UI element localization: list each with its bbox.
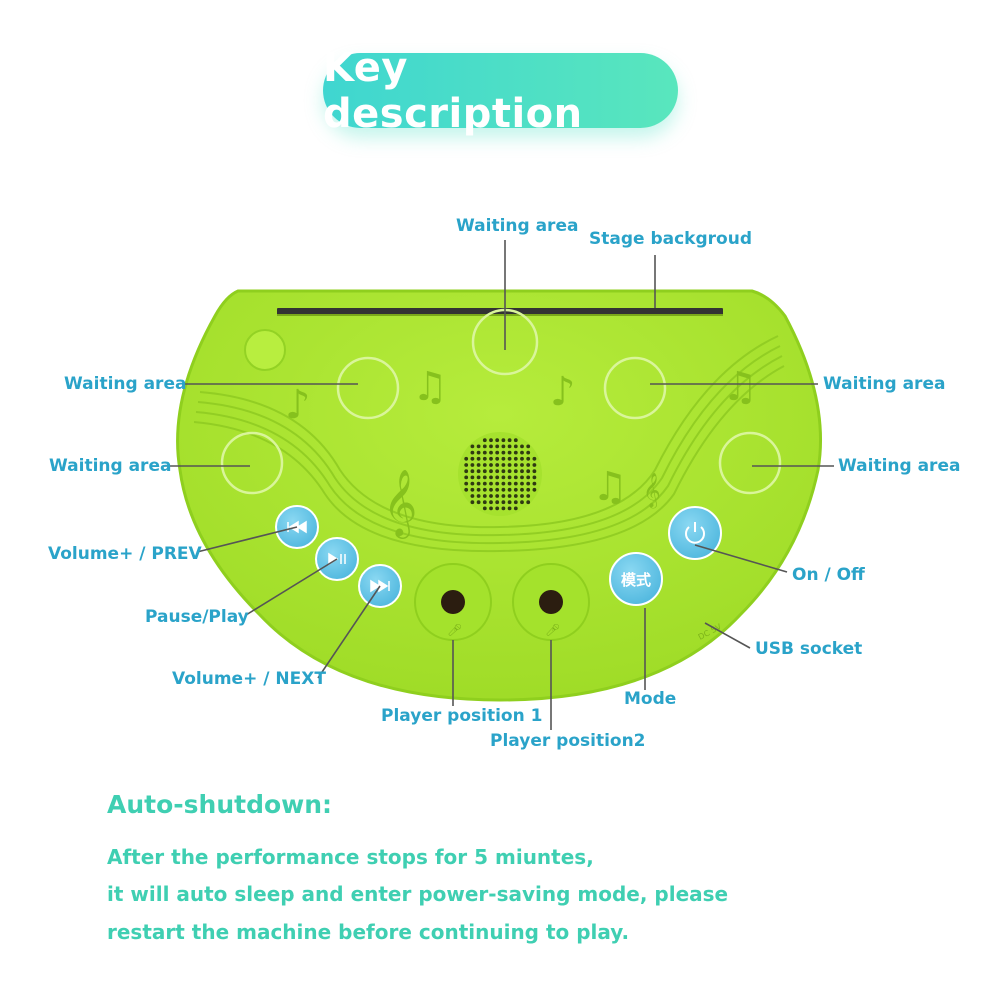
waiting-area-left-1 <box>336 356 400 420</box>
title-banner: Key description <box>323 45 678 137</box>
label-pause-play: Pause/Play <box>145 607 249 627</box>
label-waiting-area-top: Waiting area <box>456 216 579 236</box>
label-usb-socket: USB socket <box>755 639 863 659</box>
waiting-area-right-1 <box>603 356 667 420</box>
power-icon <box>685 522 705 544</box>
leader-lines <box>164 240 834 730</box>
label-waiting-area-left-1: Waiting area <box>64 374 187 394</box>
player-position-2-jack: 🎤︎ <box>512 563 590 641</box>
svg-text:♪: ♪ <box>285 382 311 428</box>
treble-clef-icon: 𝄞 <box>383 468 417 539</box>
microphone-icon: 🎤︎ <box>447 623 462 637</box>
corner-knob <box>244 329 286 371</box>
waiting-area-right-2 <box>718 431 782 495</box>
label-waiting-area-left-2: Waiting area <box>49 456 172 476</box>
staff-lines <box>193 335 785 553</box>
page-title: Key description <box>323 44 583 137</box>
label-stage-background: Stage backgroud <box>589 229 752 249</box>
waiting-area-left-2 <box>220 431 284 495</box>
speaker-grille-icon <box>458 432 542 516</box>
mode-button-label: 模式 <box>621 571 651 589</box>
label-volume-next: Volume+ / NEXT <box>172 669 326 689</box>
player-position-1-jack: 🎤︎ <box>414 563 492 641</box>
power-button <box>668 506 722 560</box>
label-volume-prev: Volume+ / PREV <box>48 544 202 564</box>
label-waiting-area-right-1: Waiting area <box>823 374 946 394</box>
svg-text:♫: ♫ <box>412 364 448 410</box>
svg-text:♫: ♫ <box>592 464 628 510</box>
svg-text:🎤︎: 🎤︎ <box>545 623 560 637</box>
label-player-position-1: Player position 1 <box>381 706 543 726</box>
auto-shutdown-line-2: it will auto sleep and enter power-savin… <box>107 882 729 906</box>
svg-text:𝄞: 𝄞 <box>643 473 661 509</box>
auto-shutdown-line-1: After the performance stops for 5 miunte… <box>107 845 594 869</box>
label-mode: Mode <box>624 689 677 709</box>
label-on-off: On / Off <box>792 565 865 585</box>
auto-shutdown-line-3: restart the machine before continuing to… <box>107 920 630 944</box>
svg-text:♪: ♪ <box>550 369 576 415</box>
music-note-icon: ♪ ♫ ♪ ♫ ♫ <box>285 364 758 510</box>
label-player-position-2: Player position2 <box>490 731 646 751</box>
svg-text:♫: ♫ <box>722 364 758 410</box>
mode-button: 模式 <box>609 552 663 606</box>
label-waiting-area-right-2: Waiting area <box>838 456 961 476</box>
auto-shutdown-heading: Auto-shutdown: <box>107 790 333 819</box>
